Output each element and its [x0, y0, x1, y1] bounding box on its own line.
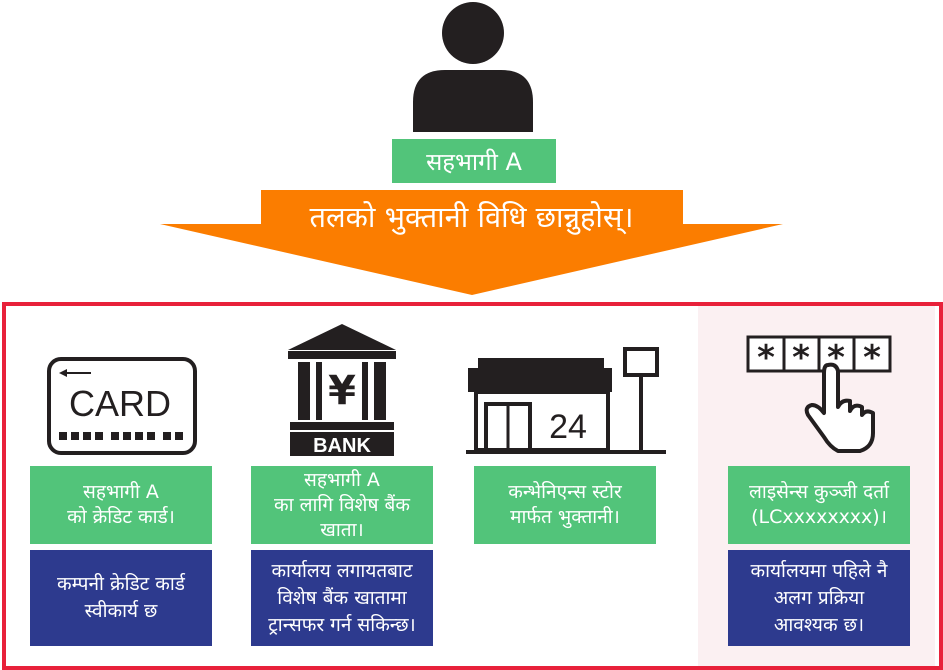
bank-currency-symbol: ¥	[328, 368, 356, 414]
svg-text:*: *	[863, 338, 881, 378]
arrow-banner	[160, 190, 783, 295]
bank-account-description: कार्यालय लगायतबाट विशेष बैंक खातामा ट्रा…	[251, 550, 433, 646]
license-key-input-icon: ****	[746, 335, 892, 453]
bank-icon: ¥ BANK	[288, 324, 396, 456]
store-icon-text: 24	[549, 408, 587, 446]
credit-card-icon: CARD	[47, 357, 197, 455]
pointing-hand-icon	[804, 362, 875, 453]
credit-card-label: सहभागी A को क्रेडिट कार्ड।	[30, 466, 212, 544]
payment-methods-frame	[2, 302, 943, 670]
banner-text: तलको भुक्तानी विधि छान्नुहोस्।	[309, 199, 634, 234]
bank-account-label: सहभागी A का लागि विशेष बैंक खाता।	[251, 466, 433, 544]
person-icon	[413, 2, 533, 132]
credit-card-description: कम्पनी क्रेडिट कार्ड स्वीकार्य छ	[30, 550, 212, 646]
convenience-store-label: कन्भेनिएन्स स्टोर मार्फत भुक्तानी।	[474, 466, 656, 544]
card-icon-text: CARD	[69, 383, 171, 424]
participant-label: सहभागी A	[392, 139, 556, 183]
svg-text:*: *	[792, 338, 810, 378]
license-key-label: लाइसेन्स कुञ्जी दर्ता (LCxxxxxxxx)।	[728, 466, 910, 544]
license-key-description: कार्यालयमा पहिले नै अलग प्रक्रिया आवश्यक…	[728, 550, 910, 646]
svg-text:*: *	[757, 338, 775, 378]
bank-icon-text: BANK	[313, 435, 371, 456]
convenience-store-icon: 24	[466, 347, 666, 454]
card-number-dashes	[59, 432, 183, 440]
